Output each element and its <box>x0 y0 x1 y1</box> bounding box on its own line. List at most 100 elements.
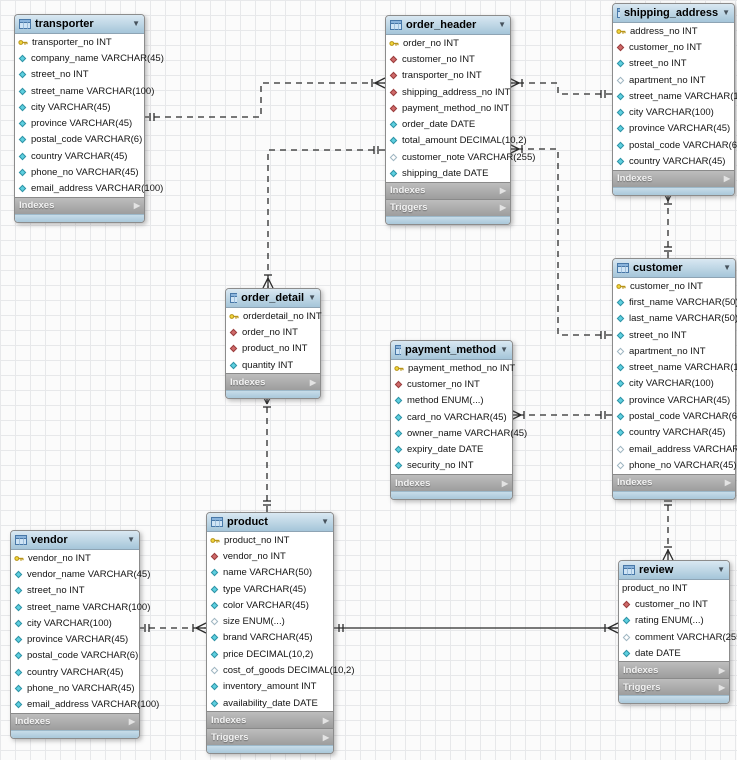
column-row[interactable]: country VARCHAR(45) <box>15 148 144 165</box>
relationship-customer-order_header[interactable] <box>508 143 612 339</box>
column-row[interactable]: type VARCHAR(45) <box>207 580 333 598</box>
table-header-order_header[interactable]: order_header▼ <box>386 16 510 35</box>
column-row[interactable]: street_name VARCHAR(100) <box>613 359 737 376</box>
section-indexes[interactable]: Indexes▶ <box>226 373 320 391</box>
table-header-product[interactable]: product▼ <box>207 513 333 532</box>
section-indexes[interactable]: Indexes▶ <box>15 196 144 214</box>
section-indexes[interactable]: Indexes▶ <box>391 474 512 492</box>
table-header-transporter[interactable]: transporter▼ <box>15 15 144 34</box>
column-row[interactable]: color VARCHAR(45) <box>207 597 333 614</box>
table-header-vendor[interactable]: vendor▼ <box>11 531 139 550</box>
column-row[interactable]: province VARCHAR(45) <box>15 115 144 132</box>
relationship-product-review[interactable] <box>332 622 619 634</box>
column-row[interactable]: shipping_date DATE <box>386 165 510 182</box>
section-indexes[interactable]: Indexes▶ <box>207 711 333 729</box>
collapse-icon[interactable]: ▼ <box>308 293 316 302</box>
column-row[interactable]: vendor_no INT <box>207 548 333 565</box>
column-row[interactable]: last_name VARCHAR(50) <box>613 310 737 327</box>
column-row[interactable]: transporter_no INT <box>386 67 510 84</box>
relationship-vendor-product[interactable] <box>138 622 207 634</box>
column-row[interactable]: product_no INT <box>226 340 320 357</box>
column-row[interactable]: method ENUM(...) <box>391 392 512 409</box>
column-row[interactable]: customer_no INT <box>391 376 512 393</box>
column-row[interactable]: postal_code VARCHAR(6) <box>613 408 737 425</box>
column-row[interactable]: apartment_no INT <box>613 71 734 89</box>
section-triggers[interactable]: Triggers▶ <box>386 198 510 216</box>
column-row[interactable]: payment_method_no INT <box>386 100 510 117</box>
column-row[interactable]: country VARCHAR(45) <box>613 153 734 170</box>
column-row[interactable]: expiry_date DATE <box>391 441 512 458</box>
column-row[interactable]: city VARCHAR(100) <box>613 104 734 121</box>
relationship-customer-review[interactable] <box>662 494 674 561</box>
column-row[interactable]: phone_no VARCHAR(45) <box>613 457 737 474</box>
collapse-icon[interactable]: ▼ <box>127 535 135 544</box>
collapse-icon[interactable]: ▼ <box>498 20 506 29</box>
section-triggers[interactable]: Triggers▶ <box>619 678 729 696</box>
column-row[interactable]: shipping_address_no INT <box>386 83 510 101</box>
column-row[interactable]: email_address VARCHAR(100) <box>613 440 737 458</box>
column-row[interactable]: customer_no INT <box>613 278 735 295</box>
column-row[interactable]: transporter_no INT <box>15 34 144 51</box>
relationship-customer-payment_method[interactable] <box>510 409 612 421</box>
collapse-icon[interactable]: ▼ <box>722 8 730 17</box>
column-row[interactable]: order_no INT <box>226 324 320 341</box>
column-row[interactable]: street_name VARCHAR(100) <box>11 598 150 616</box>
column-row[interactable]: postal_code VARCHAR(6) <box>613 137 737 154</box>
column-row[interactable]: street_name VARCHAR(100) <box>613 88 737 105</box>
column-row[interactable]: postal_code VARCHAR(6) <box>15 131 144 149</box>
column-row[interactable]: email_address VARCHAR(100) <box>11 696 159 713</box>
column-row[interactable]: first_name VARCHAR(50) <box>613 294 737 311</box>
column-row[interactable]: owner_name VARCHAR(45) <box>391 425 527 442</box>
collapse-icon[interactable]: ▼ <box>132 19 140 28</box>
column-row[interactable]: city VARCHAR(45) <box>15 99 144 116</box>
column-row[interactable]: province VARCHAR(45) <box>11 631 139 648</box>
collapse-icon[interactable]: ▼ <box>321 517 329 526</box>
column-row[interactable]: inventory_amount INT <box>207 678 333 695</box>
column-row[interactable]: card_no VARCHAR(45) <box>391 408 512 426</box>
table-header-order_detail[interactable]: order_detail▼ <box>226 289 320 308</box>
column-row[interactable]: customer_no INT <box>619 596 729 613</box>
column-row[interactable]: cost_of_goods DECIMAL(10,2) <box>207 662 354 679</box>
section-indexes[interactable]: Indexes▶ <box>613 473 735 491</box>
column-row[interactable]: size ENUM(...) <box>207 613 333 630</box>
column-row[interactable]: country VARCHAR(45) <box>613 424 735 441</box>
column-row[interactable]: street_no INT <box>613 326 735 344</box>
collapse-icon[interactable]: ▼ <box>500 345 508 354</box>
table-header-payment_method[interactable]: payment_method▼ <box>391 341 512 360</box>
column-row[interactable]: street_no INT <box>613 55 734 72</box>
relationship-shipping_address-order_header[interactable] <box>508 77 612 98</box>
relationship-order_header-order_detail[interactable] <box>262 146 385 289</box>
section-indexes[interactable]: Indexes▶ <box>386 181 510 199</box>
column-row[interactable]: apartment_no INT <box>613 343 735 360</box>
column-row[interactable]: date DATE <box>619 645 729 662</box>
column-row[interactable]: province VARCHAR(45) <box>613 392 735 409</box>
column-row[interactable]: province VARCHAR(45) <box>613 120 734 138</box>
column-row[interactable]: vendor_name VARCHAR(45) <box>11 566 150 583</box>
column-row[interactable]: availability_date DATE <box>207 694 333 712</box>
section-indexes[interactable]: Indexes▶ <box>613 169 734 187</box>
column-row[interactable]: brand VARCHAR(45) <box>207 629 333 647</box>
column-row[interactable]: quantity INT <box>226 356 320 374</box>
column-row[interactable]: email_address VARCHAR(100) <box>15 180 163 197</box>
column-row[interactable]: phone_no VARCHAR(45) <box>15 164 144 181</box>
relationship-transporter-order_header[interactable] <box>143 77 386 121</box>
column-row[interactable]: postal_code VARCHAR(6) <box>11 647 139 665</box>
section-triggers[interactable]: Triggers▶ <box>207 728 333 746</box>
relationship-product-order_detail[interactable] <box>261 393 273 512</box>
section-indexes[interactable]: Indexes▶ <box>11 712 139 730</box>
column-row[interactable]: customer_no INT <box>386 51 510 68</box>
column-row[interactable]: comment VARCHAR(255) <box>619 628 737 646</box>
column-row[interactable]: payment_method_no INT <box>391 360 515 377</box>
column-row[interactable]: customer_no INT <box>613 39 734 56</box>
column-row[interactable]: orderdetail_no INT <box>226 308 322 325</box>
column-row[interactable]: street_no INT <box>15 66 144 83</box>
column-row[interactable]: total_amount DECIMAL(10,2) <box>386 132 527 150</box>
column-row[interactable]: vendor_no INT <box>11 550 139 567</box>
